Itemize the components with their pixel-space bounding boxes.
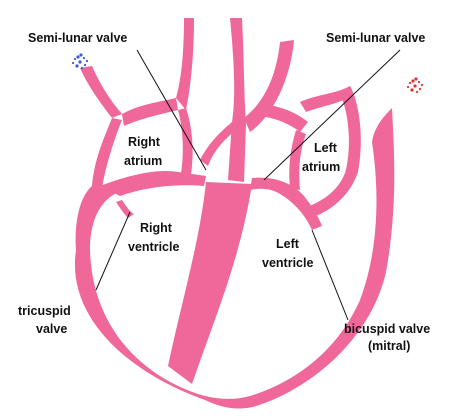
blood-dot <box>418 81 420 83</box>
blood-dot <box>83 57 85 59</box>
label-semilunar-right: Semi-lunar valve <box>326 31 425 45</box>
label-right-atrium-line1: Right <box>128 135 161 149</box>
blood-dot <box>75 64 78 67</box>
right-upper-vessel <box>122 98 178 126</box>
label-left-ventricle-line1: Left <box>276 237 300 251</box>
blood-dot <box>416 91 418 93</box>
leader-tricuspid <box>96 212 130 290</box>
label-left-atrium-line2: atrium <box>302 160 340 174</box>
septum <box>168 182 252 384</box>
label-right-ventricle-line1: Right <box>140 221 173 235</box>
label-right-ventricle-line2: ventricle <box>128 240 179 254</box>
blood-dot <box>74 58 76 60</box>
blood-dot <box>409 82 411 84</box>
blood-dot <box>79 53 82 56</box>
blood-dot <box>414 77 417 80</box>
right-atrium-base <box>76 186 124 250</box>
blood-dot <box>407 86 409 88</box>
right-atrium-wall <box>92 118 122 188</box>
blood-dot <box>84 64 86 66</box>
label-tricuspid-line2: valve <box>36 322 67 336</box>
blood-dot <box>86 60 88 62</box>
label-bicuspid-line1: bicuspid valve <box>344 322 430 336</box>
right-av-partition <box>100 171 206 196</box>
label-right-atrium-line2: atrium <box>124 154 162 168</box>
blood-dot <box>78 60 81 63</box>
right-atrium-inner-wall <box>178 108 193 180</box>
blood-dot <box>72 62 74 64</box>
blood-dot <box>76 55 79 58</box>
pulmonary-vessel <box>260 104 308 132</box>
label-left-ventricle-line2: ventricle <box>262 256 313 270</box>
label-bicuspid-line2: (mitral) <box>368 339 410 353</box>
blood-dot <box>410 88 413 91</box>
heart-muscle <box>75 18 394 409</box>
blood-dot <box>419 88 421 90</box>
blood-dot <box>413 84 416 87</box>
label-semilunar-left: Semi-lunar valve <box>28 31 127 45</box>
aorta-trunk <box>228 18 246 182</box>
left-av-partition <box>250 178 322 230</box>
oxygenated-blood-marker <box>407 77 423 93</box>
right-atrium-top <box>176 18 194 110</box>
blood-dot <box>421 84 423 86</box>
blood-dot <box>81 67 83 69</box>
lower-vessel-right <box>116 200 134 218</box>
leader-bicuspid <box>312 230 348 320</box>
label-tricuspid-line1: tricuspid <box>18 304 71 318</box>
blood-dot <box>411 79 414 82</box>
vena-cava <box>80 66 122 118</box>
label-left-atrium-line1: Left <box>314 141 338 155</box>
deoxygenated-blood-marker <box>72 53 88 69</box>
